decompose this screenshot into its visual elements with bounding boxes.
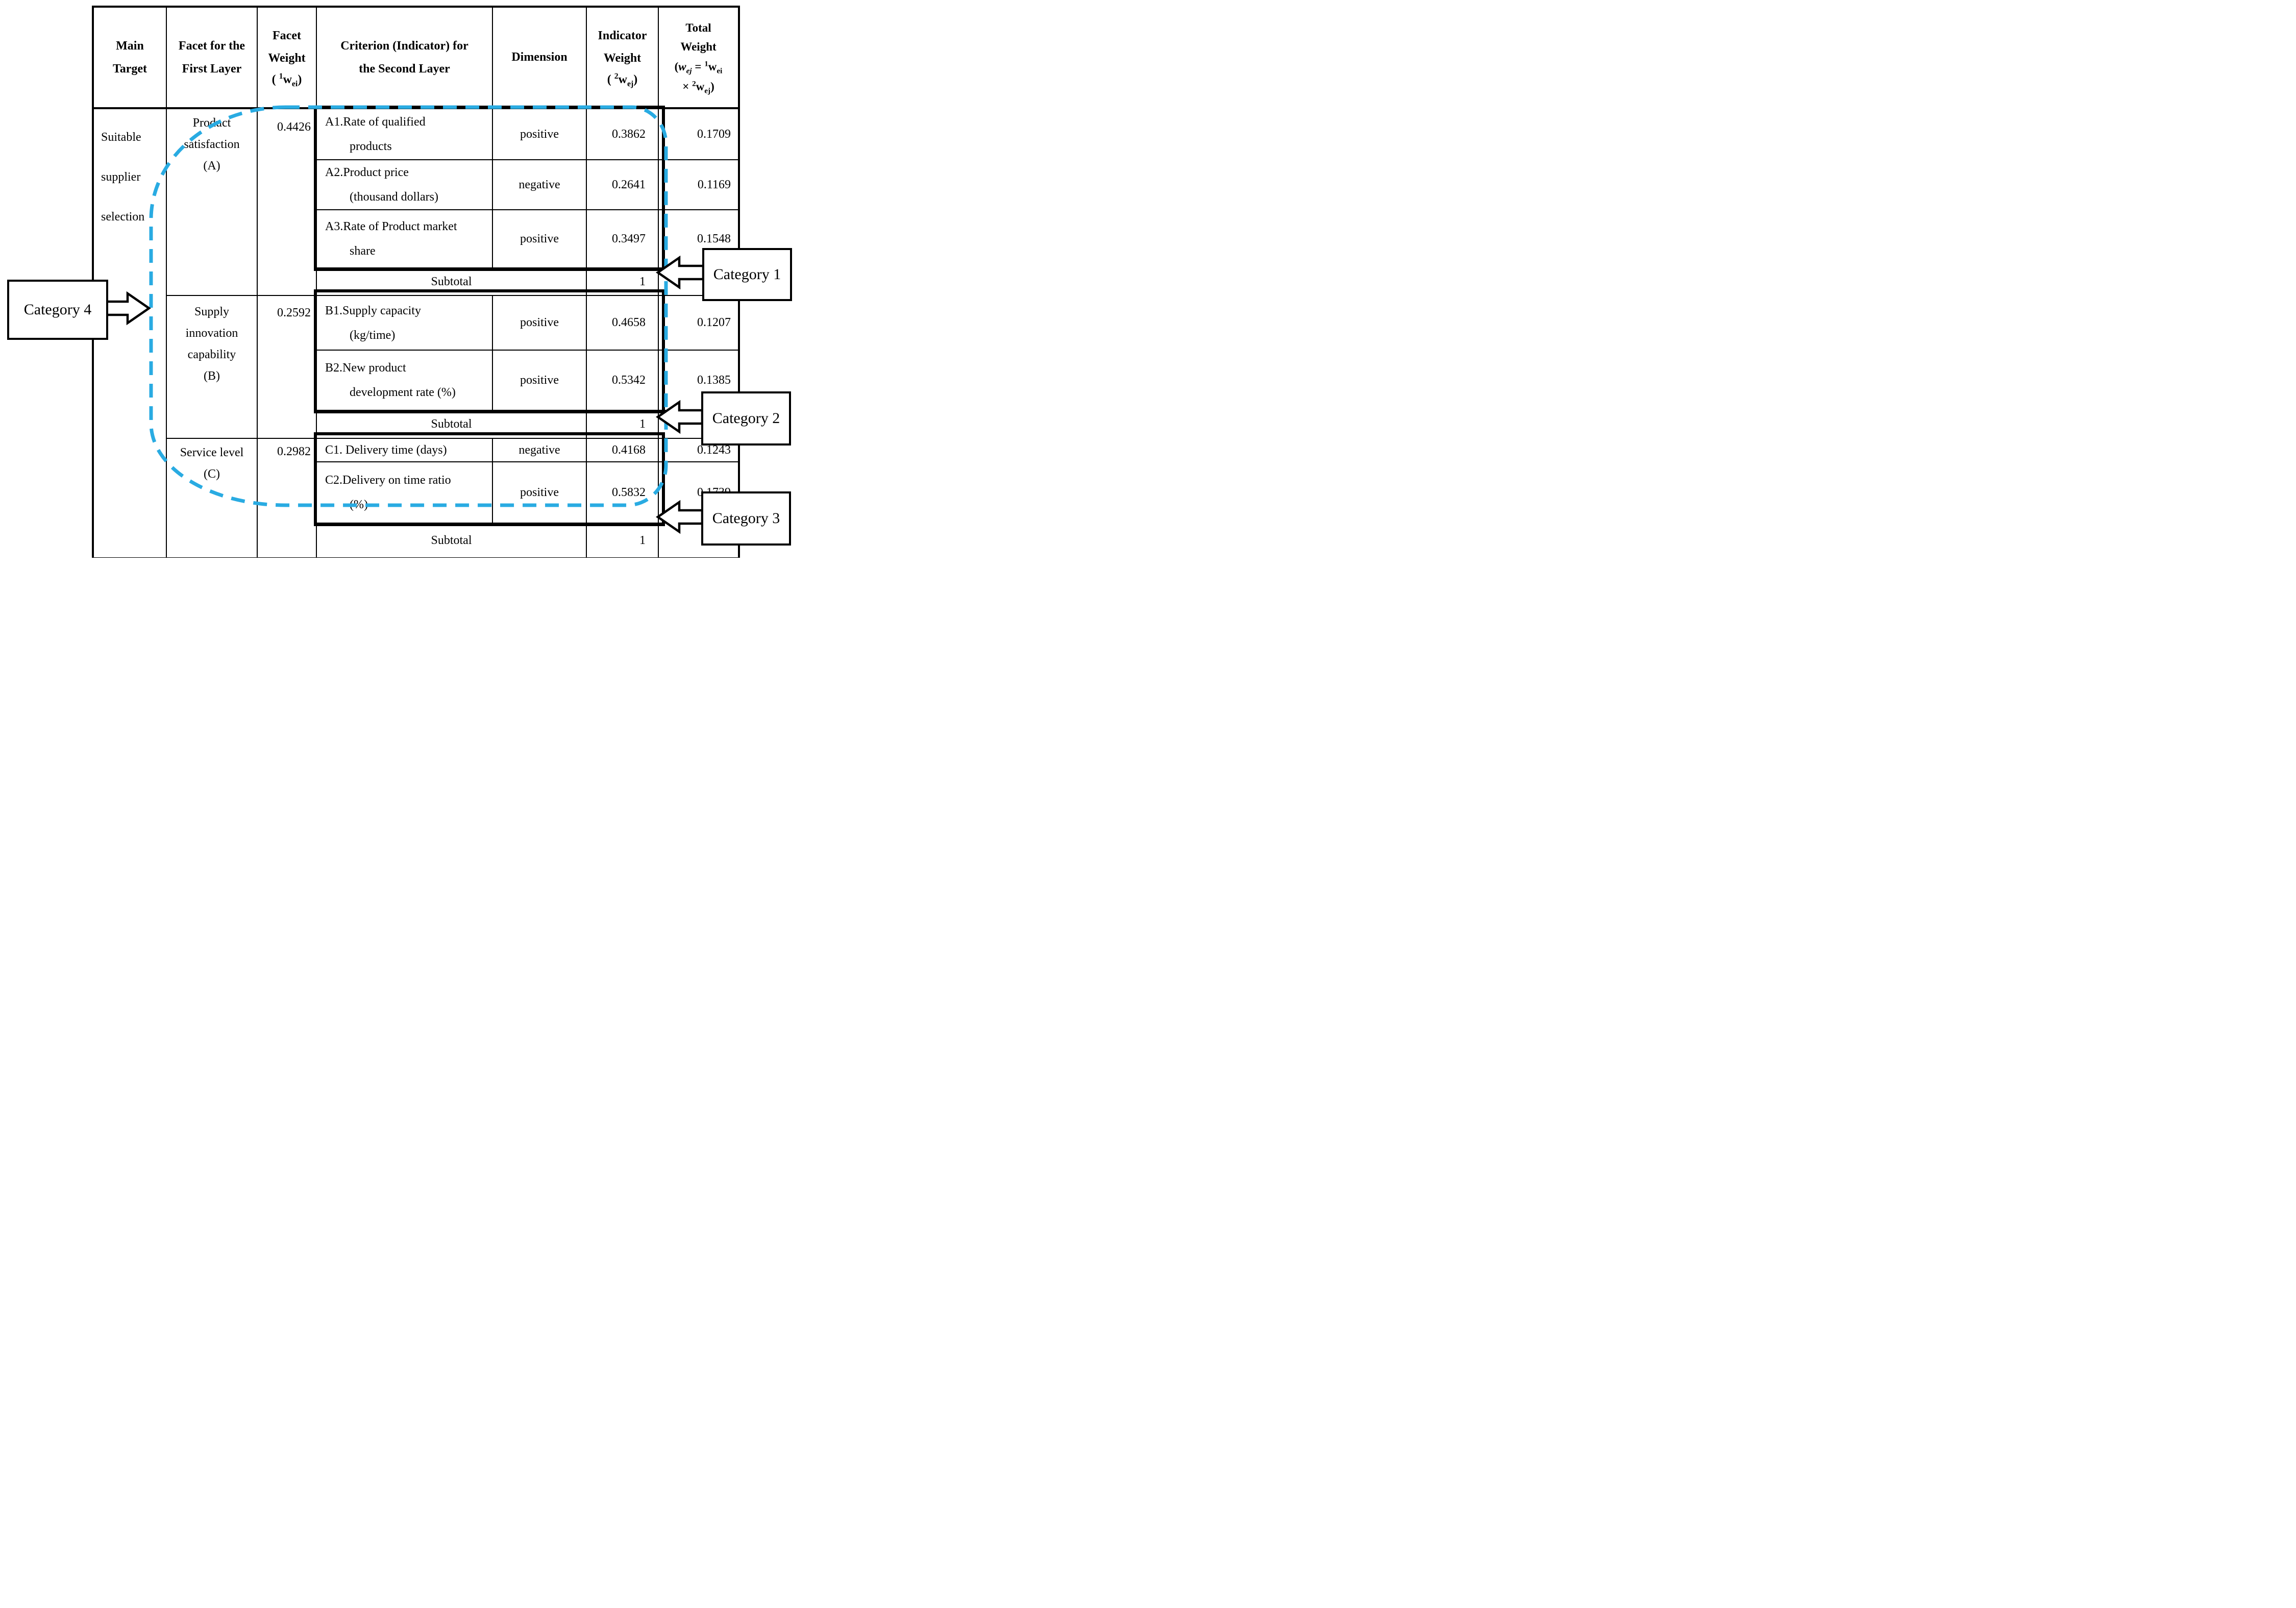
cell-b1-dimension: positive <box>492 295 587 351</box>
header-facet-weight: Facet Weight ( 1wei) <box>257 6 317 109</box>
cell-subtotal-c-indicator-weight: 1 <box>586 523 659 558</box>
total-weight-formula-2: × 2wej) <box>682 79 714 95</box>
cell-b1-total-weight: 0.1207 <box>658 295 739 351</box>
cell-facet-c: Service level(C) <box>166 438 258 558</box>
cell-c2-indicator-weight: 0.5832 <box>586 461 659 524</box>
cell-c1-criterion: C1. Delivery time (days) <box>316 438 493 462</box>
cell-facet-weight-b: 0.2592 <box>257 295 317 439</box>
cell-a1-total-weight: 0.1709 <box>658 108 739 160</box>
cell-c1-indicator-weight: 0.4168 <box>586 438 659 462</box>
header-total-weight: Total Weight (wej = 1wei × 2wej) <box>658 6 739 109</box>
header-main-target: Main Target <box>92 6 167 109</box>
cell-subtotal-a-indicator-weight: 1 <box>586 267 659 296</box>
cell-b2-indicator-weight: 0.5342 <box>586 350 659 411</box>
indicator-weight-formula: ( 2wej) <box>607 72 638 89</box>
row-c1: Service level(C) 0.2982 C1. Delivery tim… <box>93 438 739 558</box>
cell-c2-dimension: positive <box>492 461 587 524</box>
facet-weight-formula: ( 1wei) <box>271 72 302 89</box>
cell-c2-criterion: C2.Delivery on time ratio(%) <box>316 461 493 524</box>
cell-a2-dimension: negative <box>492 159 587 210</box>
cell-subtotal-b-label: Subtotal <box>316 410 587 439</box>
cell-a2-total-weight: 0.1169 <box>658 159 739 210</box>
header-indicator-weight: Indicator Weight ( 2wej) <box>586 6 659 109</box>
cell-facet-weight-a: 0.4426 <box>257 108 317 296</box>
cell-subtotal-a-label: Subtotal <box>316 267 587 296</box>
cell-a3-indicator-weight: 0.3497 <box>586 209 659 268</box>
category3-callout: Category 3 <box>701 491 791 546</box>
header-facet-first-layer: Facet for the First Layer <box>166 6 258 109</box>
header-row: Main Target Facet for the First Layer Fa… <box>92 6 739 109</box>
cell-a2-criterion: A2.Product price(thousand dollars) <box>316 159 493 210</box>
cell-c1-dimension: negative <box>492 438 587 462</box>
total-weight-formula: (wej = 1wei <box>674 59 723 76</box>
header-criterion: Criterion (Indicator) for the Second Lay… <box>316 6 493 109</box>
weights-table: Main Target Facet for the First Layer Fa… <box>92 6 740 558</box>
cell-b2-dimension: positive <box>492 350 587 411</box>
category2-callout: Category 2 <box>701 391 791 446</box>
cell-subtotal-c-label: Subtotal <box>316 523 587 558</box>
cell-facet-weight-c: 0.2982 <box>257 438 317 558</box>
cell-a3-dimension: positive <box>492 209 587 268</box>
row-subtotal-c: Subtotal 1 --- <box>93 523 739 558</box>
cell-subtotal-b-indicator-weight: 1 <box>586 410 659 439</box>
cell-b1-indicator-weight: 0.4658 <box>586 295 659 351</box>
category1-callout: Category 1 <box>702 248 792 301</box>
header-dimension: Dimension <box>492 6 587 109</box>
cell-a1-dimension: positive <box>492 108 587 160</box>
cell-a1-indicator-weight: 0.3862 <box>586 108 659 160</box>
category4-callout: Category 4 <box>7 280 108 340</box>
cell-b1-criterion: B1.Supply capacity(kg/time) <box>316 295 493 351</box>
cell-a2-indicator-weight: 0.2641 <box>586 159 659 210</box>
figure-canvas: Main Target Facet for the First Layer Fa… <box>0 0 796 558</box>
